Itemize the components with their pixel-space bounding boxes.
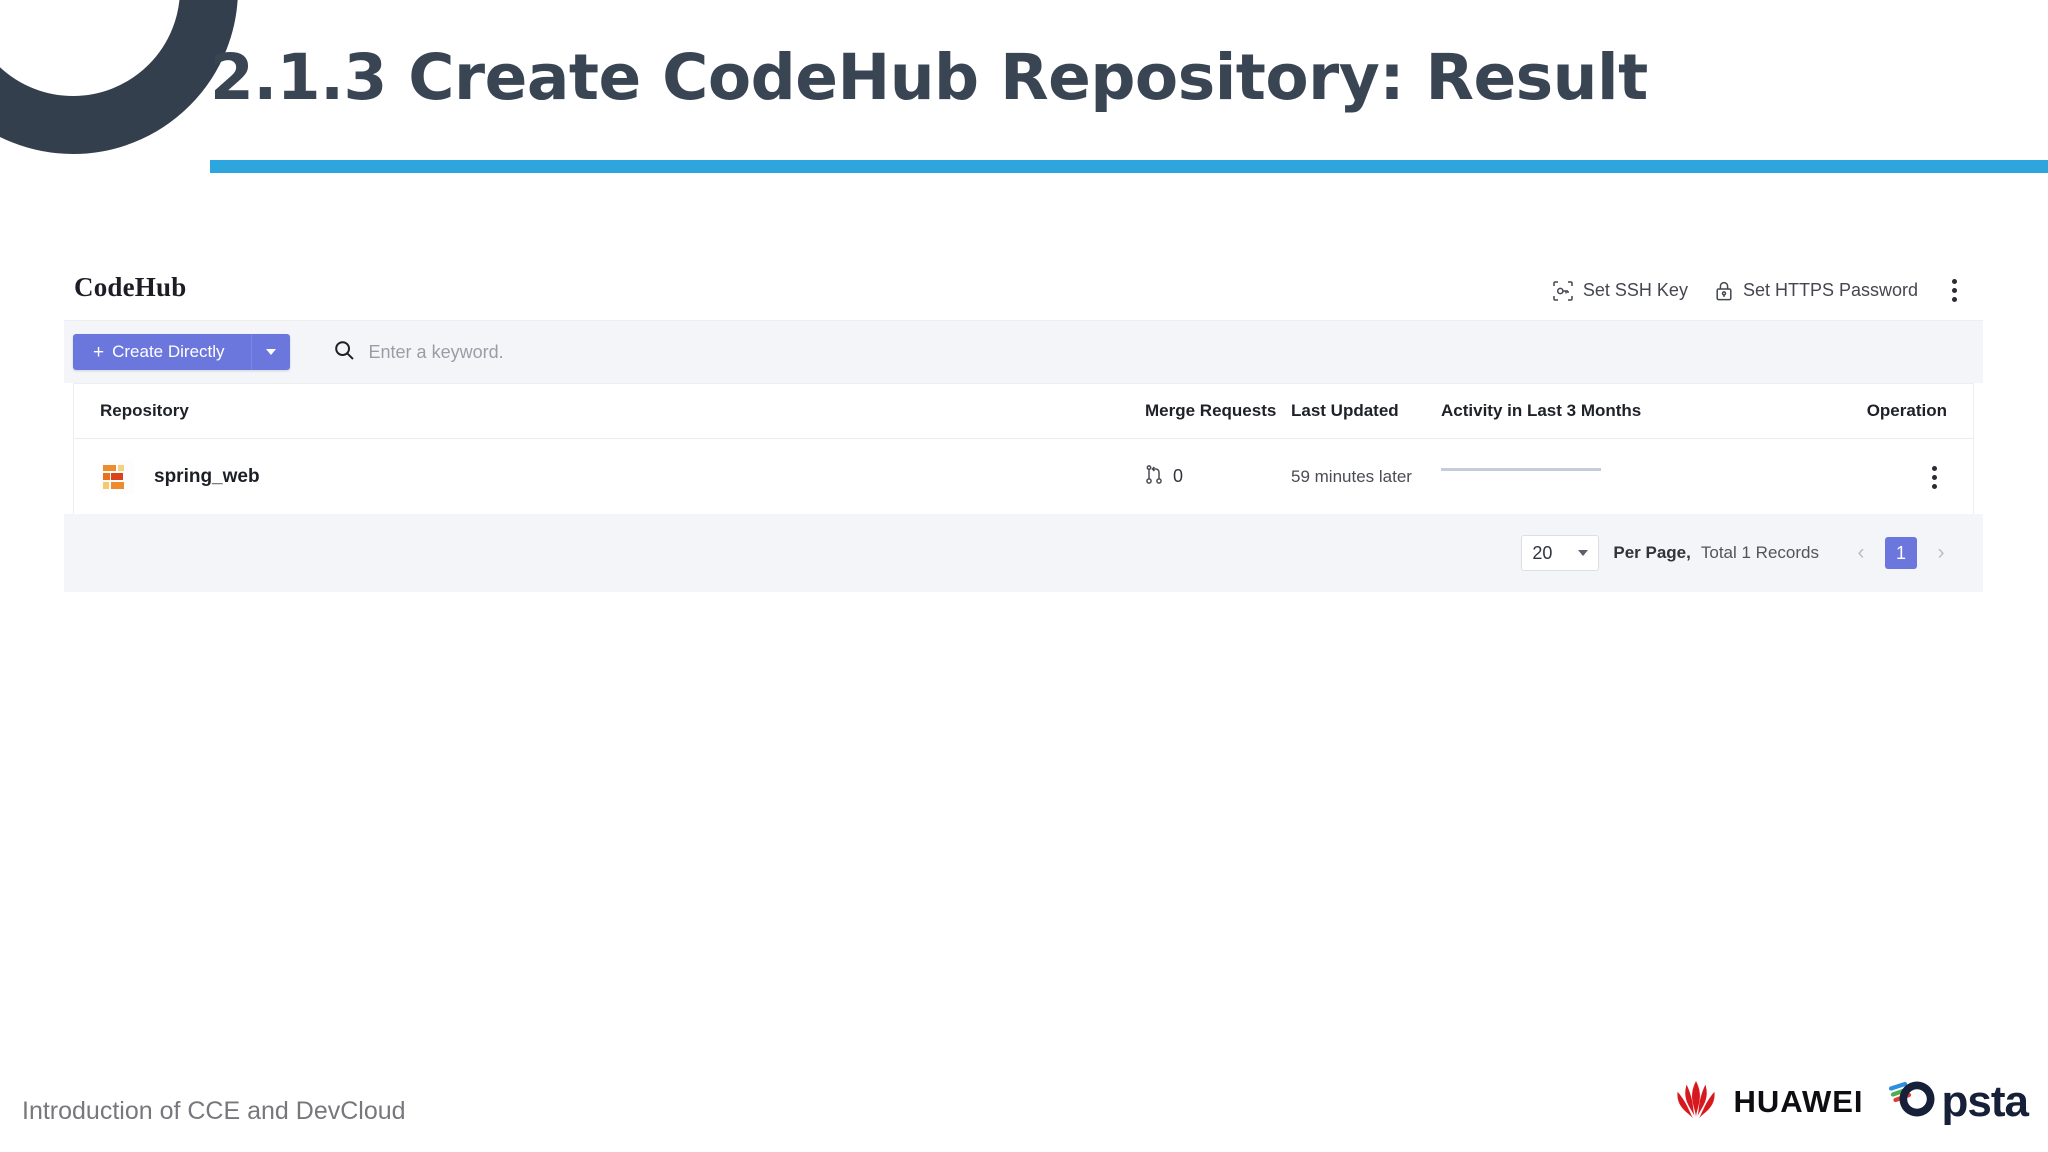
- per-page-value: 20: [1532, 542, 1553, 563]
- column-header-merge-requests: Merge Requests: [1145, 401, 1277, 420]
- kebab-dot: [1932, 466, 1937, 471]
- header-kebab-menu-icon[interactable]: [1944, 275, 1965, 306]
- row-kebab-menu-icon[interactable]: [1922, 460, 1947, 495]
- total-records-label: Total 1 Records: [1700, 543, 1819, 562]
- page-title: 2.1.3 Create CodeHub Repository: Result: [210, 41, 1648, 114]
- title-block: 2.1.3 Create CodeHub Repository: Result: [210, 41, 2000, 114]
- huawei-wordmark: HUAWEI: [1733, 1083, 1864, 1119]
- opsta-logo: psta: [1888, 1075, 2029, 1128]
- prev-page-button[interactable]: ‹: [1857, 541, 1865, 564]
- create-directly-label: Create Directly: [112, 342, 225, 361]
- set-https-password-action[interactable]: Set HTTPS Password: [1714, 280, 1918, 302]
- title-underline-rule: [210, 160, 2048, 173]
- merge-requests-cell: 0: [1145, 464, 1291, 490]
- column-header-activity: Activity in Last 3 Months: [1441, 401, 1642, 420]
- repository-cell: spring_web: [100, 459, 1145, 494]
- per-page-select[interactable]: 20: [1521, 535, 1600, 571]
- codehub-logo: CodeHub: [74, 272, 187, 302]
- app-header: CodeHub: [64, 262, 1983, 321]
- create-directly-button[interactable]: + Create Directly: [73, 334, 251, 370]
- next-page-button[interactable]: ›: [1937, 541, 1945, 564]
- kebab-dot: [1952, 279, 1957, 284]
- chevron-down-icon: [265, 349, 276, 355]
- opsta-wordmark: psta: [1941, 1076, 2029, 1126]
- pagination-bar: 20 Per Page, Total 1 Records ‹ 1 ›: [64, 514, 1983, 592]
- create-directly-split-button: + Create Directly: [73, 334, 290, 370]
- operation-cell: [1701, 458, 1947, 495]
- opsta-o-mark-icon: [1888, 1075, 1940, 1128]
- search-icon: [333, 339, 355, 366]
- table-header-row: Repository Merge Requests Last Updated A…: [74, 384, 1973, 439]
- huawei-logo: HUAWEI: [1669, 1077, 1864, 1126]
- ssh-key-icon: [1552, 280, 1574, 302]
- column-header-repository: Repository: [100, 401, 189, 420]
- set-ssh-key-action[interactable]: Set SSH Key: [1552, 280, 1688, 302]
- table-row: spring_web 0 59: [74, 439, 1973, 514]
- kebab-dot: [1952, 288, 1957, 293]
- set-ssh-key-label: Set SSH Key: [1582, 280, 1688, 300]
- kebab-dot: [1932, 475, 1937, 480]
- create-directly-dropdown-button[interactable]: [250, 334, 290, 370]
- plus-icon: +: [93, 341, 105, 363]
- kebab-dot: [1932, 484, 1937, 489]
- pagination-nav: ‹ 1 ›: [1847, 537, 1955, 569]
- chevron-down-icon: [1578, 550, 1589, 556]
- huawei-flower-icon: [1669, 1077, 1723, 1126]
- repository-name-link[interactable]: spring_web: [154, 465, 260, 487]
- column-header-operation: Operation: [1866, 401, 1947, 420]
- merge-request-icon: [1145, 464, 1164, 490]
- last-updated-cell: 59 minutes later: [1291, 466, 1412, 486]
- lock-icon: [1714, 280, 1734, 302]
- search-input[interactable]: Enter a keyword.: [368, 341, 504, 362]
- merge-requests-count: 0: [1173, 466, 1184, 486]
- search-box[interactable]: Enter a keyword.: [333, 339, 504, 366]
- header-actions: Set SSH Key Set HTTPS Password: [1552, 275, 1965, 306]
- branding-logos: HUAWEI psta: [1669, 1075, 2029, 1128]
- repository-toolbar: + Create Directly Enter a keyword.: [64, 321, 1983, 383]
- page-number-1-button[interactable]: 1: [1885, 537, 1917, 569]
- slide-footer-text: Introduction of CCE and DevCloud: [22, 1097, 406, 1125]
- set-https-password-label: Set HTTPS Password: [1742, 280, 1918, 300]
- per-page-label: Per Page,: [1613, 543, 1691, 562]
- codehub-app-window: CodeHub: [64, 262, 1983, 592]
- kebab-dot: [1952, 297, 1957, 302]
- column-header-last-updated: Last Updated: [1291, 401, 1399, 420]
- decorative-ring-shape: [0, 0, 238, 154]
- repository-icon: [100, 459, 134, 494]
- sparkline-baseline: [1441, 467, 1601, 471]
- repository-table: Repository Merge Requests Last Updated A…: [73, 383, 1974, 514]
